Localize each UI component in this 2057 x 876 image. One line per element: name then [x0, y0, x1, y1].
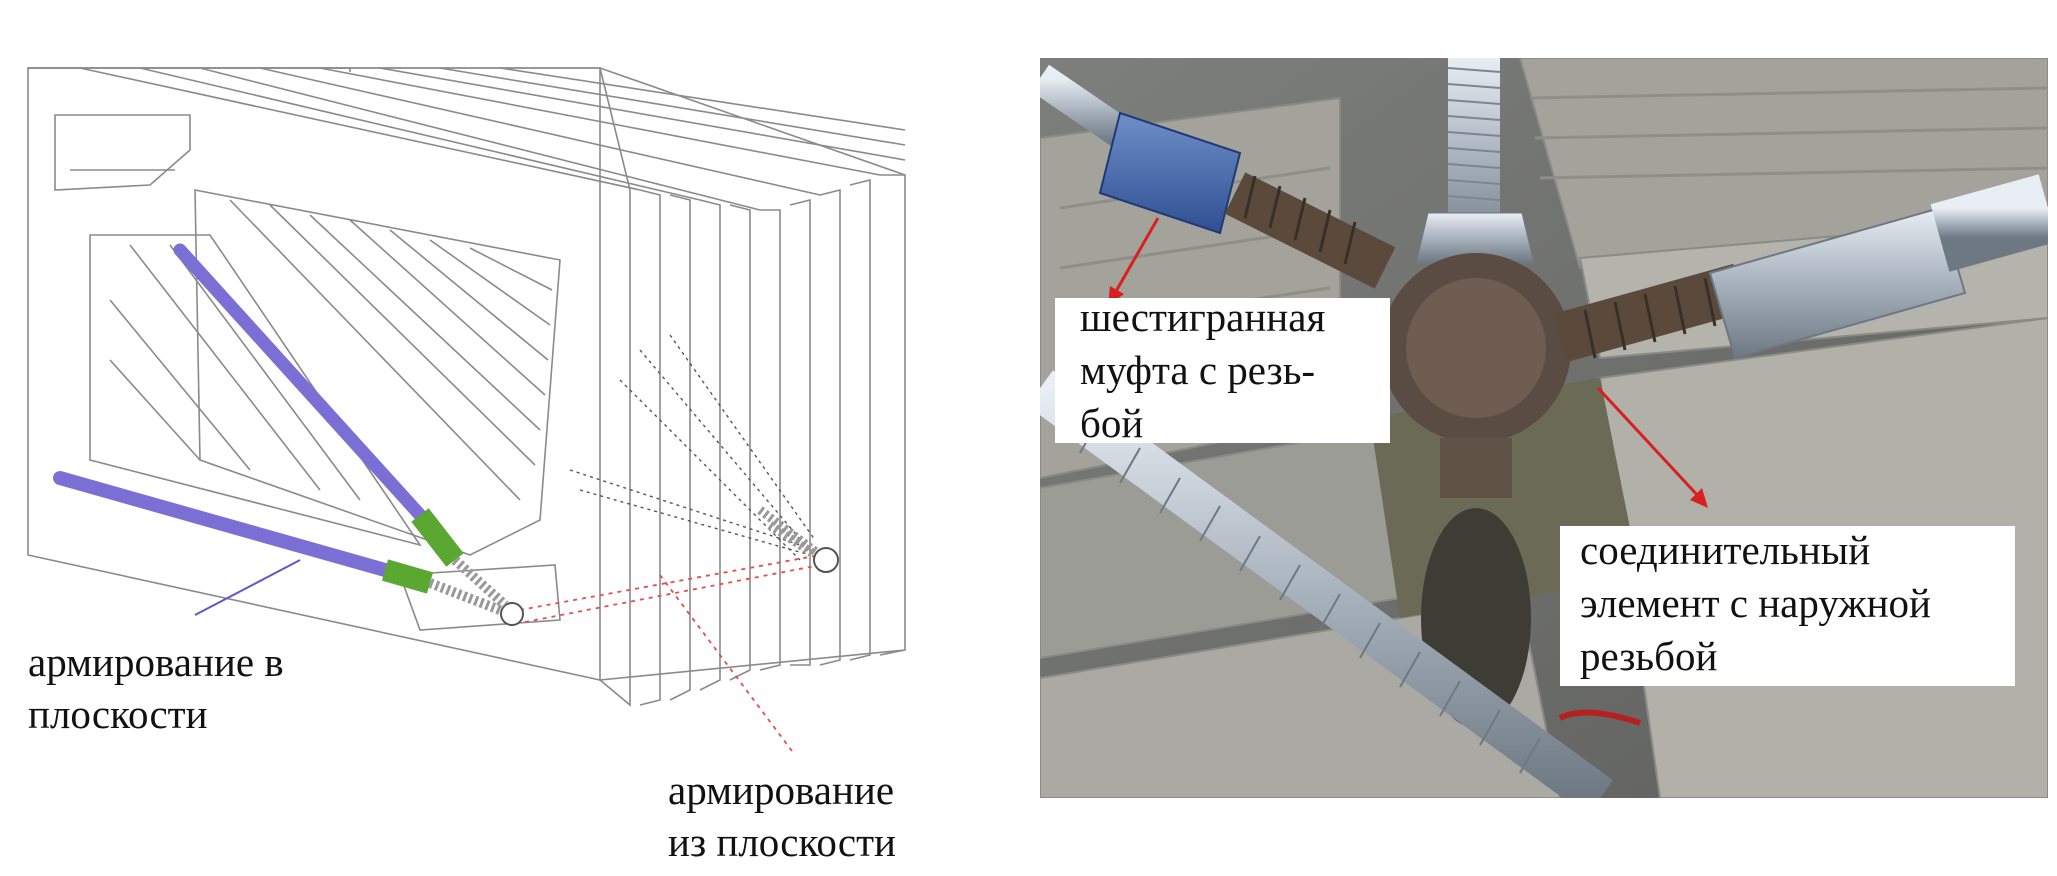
- wall-element-schematic: [27, 67, 906, 756]
- hex-coupling-callout: [1055, 298, 1390, 443]
- out-of-plane-label: армирование из плоскости: [668, 767, 896, 865]
- diagonal-rebar: [173, 243, 509, 609]
- hex-coupling-label: шестигранная муфта с резь- бой: [1080, 294, 1326, 446]
- out-of-plane-connector: [757, 506, 839, 573]
- in-plane-rebar: [53, 471, 524, 626]
- connector-label: соединительный элемент с наружной резьбо…: [1580, 527, 1931, 679]
- connector-callout: [1560, 526, 2015, 686]
- connection-photo: шестигранная муфта с резь- бой соедините…: [1027, 57, 2057, 816]
- in-plane-label: армирование в плоскости: [28, 639, 284, 737]
- connector-arrow: [1596, 386, 1708, 508]
- schematic-drawing: армирование в плоскости армирование из п…: [0, 0, 1000, 871]
